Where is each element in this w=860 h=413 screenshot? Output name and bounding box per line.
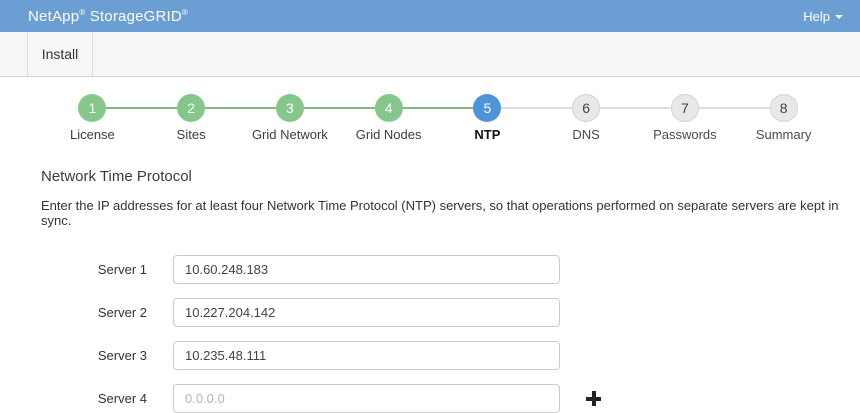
step-number-circle[interactable]: 6 (572, 94, 601, 122)
step-label: License (69, 127, 115, 142)
step-connector (698, 107, 770, 109)
registered-mark: ® (79, 7, 86, 17)
step-number-circle[interactable]: 5 (473, 94, 502, 122)
registered-mark: ® (181, 7, 189, 17)
server-4-label: Server 4 (97, 391, 147, 406)
product-logo: NetApp® StorageGRID® (0, 8, 188, 25)
step-connector (501, 107, 573, 109)
server-3-label: Server 3 (97, 348, 147, 363)
step-number-circle[interactable]: 8 (769, 94, 798, 122)
step-number-circle[interactable]: 7 (670, 94, 699, 122)
step-connector (106, 107, 178, 109)
nav-spacer (0, 32, 28, 76)
form-row: Server 1 (41, 255, 860, 284)
page-title: Network Time Protocol (41, 168, 192, 185)
form-row: Server 2 (41, 298, 860, 327)
page-description: Enter the IP addresses for at least four… (41, 198, 839, 228)
step-label: Grid Network (251, 127, 328, 142)
step-label: DNS (572, 127, 600, 142)
brand-netapp: NetApp (28, 7, 80, 25)
server-2-input[interactable] (173, 298, 560, 327)
brand-storagegrid: StorageGRID (89, 7, 182, 25)
caret-down-icon (835, 14, 843, 19)
step-number-circle[interactable]: 1 (78, 94, 107, 122)
step-label: Grid Nodes (355, 127, 422, 142)
step-connector (205, 107, 276, 109)
content-area: Network Time Protocol Enter the IP addre… (0, 142, 860, 413)
server-3-input[interactable] (173, 341, 560, 370)
server-1-input[interactable] (173, 255, 560, 284)
step-connector (303, 107, 375, 109)
step-label: NTP (474, 127, 501, 142)
form-row: Server 4 (41, 384, 860, 413)
tab-install-label: Install (41, 46, 79, 62)
add-server-icon[interactable] (586, 391, 601, 406)
server-4-input[interactable] (173, 384, 560, 413)
server-1-label: Server 1 (97, 262, 147, 277)
step-connector (600, 107, 671, 109)
main-nav: Install (0, 32, 860, 77)
ntp-form: Server 1 Server 2 Server 3 Server 4 (41, 255, 860, 413)
step-label: Passwords (653, 127, 717, 142)
step-number-circle[interactable]: 4 (374, 94, 403, 122)
help-label: Help (803, 8, 830, 24)
server-2-label: Server 2 (97, 305, 147, 320)
step-number-circle[interactable]: 2 (177, 94, 206, 122)
step-label: Sites (176, 127, 206, 142)
tab-install[interactable]: Install (28, 32, 93, 76)
step-label: Summary (755, 127, 812, 142)
step-number-circle[interactable]: 3 (275, 94, 304, 122)
step-connector (402, 107, 474, 109)
help-menu[interactable]: Help (803, 9, 860, 24)
app-header: NetApp® StorageGRID® Help (0, 0, 860, 32)
form-row: Server 3 (41, 341, 860, 370)
